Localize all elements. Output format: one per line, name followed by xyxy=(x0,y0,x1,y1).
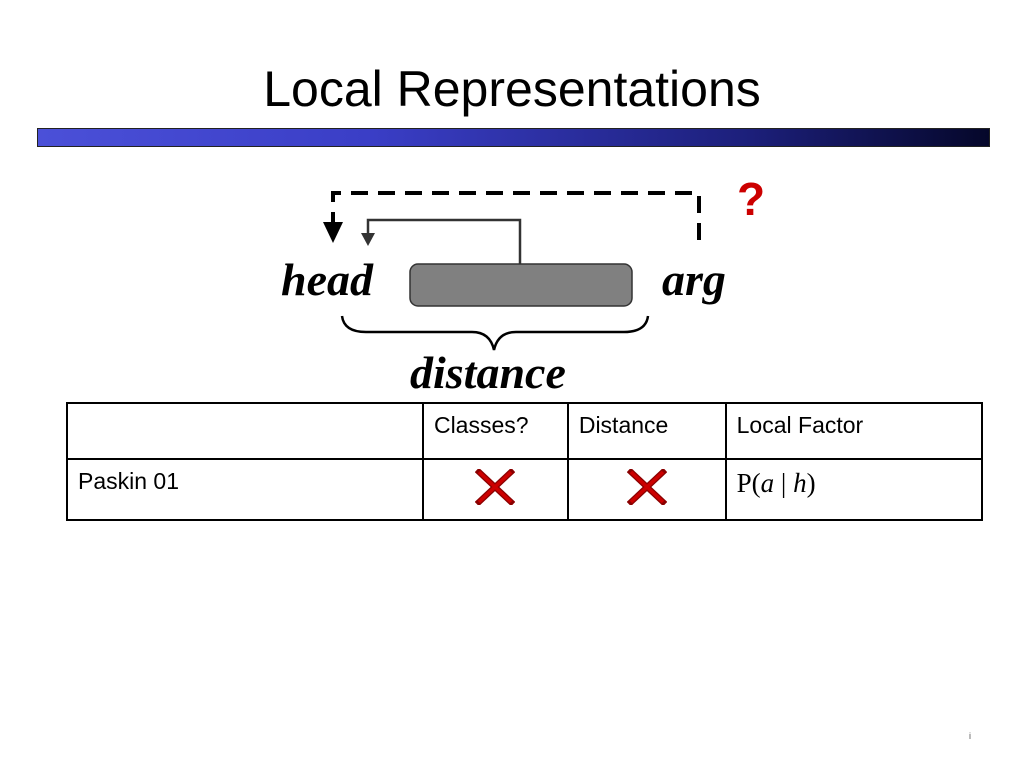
page-number: i xyxy=(969,731,971,741)
representation-table: Classes? Distance Local Factor Paskin 01… xyxy=(66,402,984,521)
slide-title: Local Representations xyxy=(263,61,761,117)
solid-arrow-head xyxy=(361,233,375,246)
dashed-arrow-line xyxy=(331,191,701,240)
row-name-cell: Paskin 01 xyxy=(66,458,424,521)
dashed-arrow-head xyxy=(323,222,343,243)
table-header-distance: Distance xyxy=(566,402,727,460)
dependency-diagram xyxy=(323,191,701,351)
cross-icon xyxy=(626,469,667,505)
distance-cell xyxy=(566,458,727,521)
local-factor-formula: P(a | h) xyxy=(736,468,816,498)
table-header-cell xyxy=(66,402,424,460)
table-row: Paskin 01 P(a | h) xyxy=(66,458,984,521)
cross-icon xyxy=(475,469,516,505)
table-header-row: Classes? Distance Local Factor xyxy=(66,402,984,460)
classes-cell xyxy=(421,458,569,521)
intervening-words-box xyxy=(409,263,633,307)
table-header-classes: Classes? xyxy=(421,402,569,460)
distance-brace xyxy=(340,315,650,351)
local-factor-cell: P(a | h) xyxy=(724,458,984,521)
table-header-local-factor: Local Factor xyxy=(724,402,984,460)
question-mark: ? xyxy=(737,173,766,225)
arg-label: arg xyxy=(662,254,726,305)
head-label: head xyxy=(281,254,373,305)
solid-arrow-line xyxy=(366,218,522,264)
title-underline-bar xyxy=(37,128,990,147)
distance-label: distance xyxy=(410,347,566,398)
